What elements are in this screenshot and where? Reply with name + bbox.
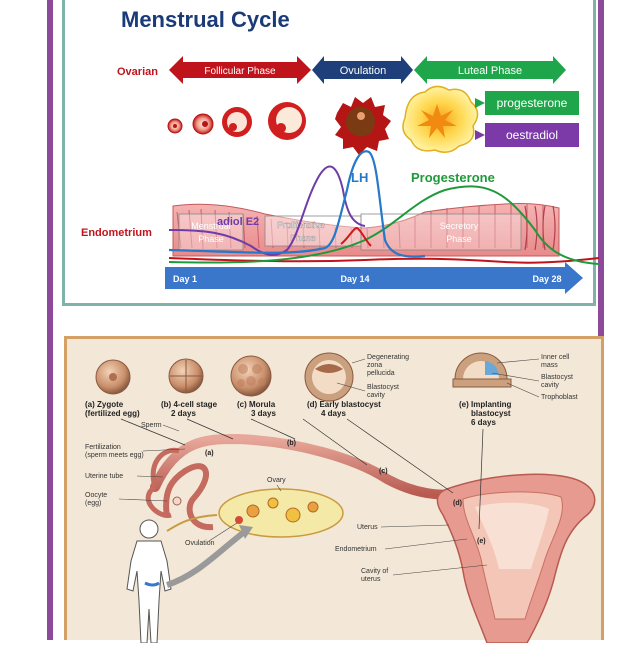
right-frame-bar <box>598 0 604 640</box>
uterus <box>436 473 596 644</box>
cavity-label-1: Cavity of <box>361 568 388 575</box>
degenerating-zona-line2: zona <box>367 362 382 369</box>
menstrual-phase-line2: Phase <box>198 234 224 244</box>
zoom-arrow <box>166 530 245 588</box>
luteal-phase-arrow <box>414 56 566 84</box>
body-pelvic-highlight <box>144 581 160 587</box>
ovulation-arrow <box>312 56 413 84</box>
uterine-tube-label: Uterine tube <box>85 473 123 480</box>
inner-cell-mass-line1: Inner cell <box>541 354 570 361</box>
blastocyst-cavity2-line2: cavity <box>541 382 559 389</box>
lh-label: LH <box>351 170 368 185</box>
blastocyst-cavity-line1: Blastocyst <box>367 384 399 391</box>
cavity-label-2: uterus <box>361 576 381 583</box>
secretory-phase-line1: Secretory <box>440 221 479 231</box>
early-blastocyst <box>304 352 354 402</box>
early-blastocyst-sublabel: 4 days <box>321 409 346 418</box>
marker-d: (d) <box>453 500 462 507</box>
morula <box>230 355 272 397</box>
menstrual-phase-line1: Menstrual <box>191 221 231 231</box>
ovulation-label: Ovulation <box>185 540 215 547</box>
zygote-cell <box>95 359 131 395</box>
human-body-outline <box>126 519 172 644</box>
zygote-label: (a) Zygote <box>85 400 124 409</box>
progesterone-pointer <box>475 98 485 108</box>
morula-sublabel: 3 days <box>251 409 276 418</box>
implanting-sublabel-2: 6 days <box>471 418 496 427</box>
implanting-blastocyst <box>452 352 512 388</box>
oestradiol-box <box>485 123 579 147</box>
progesterone-box <box>485 91 579 115</box>
corpus-luteum <box>402 85 479 153</box>
implanting-sublabel-1: blastocyst <box>471 409 511 418</box>
day-timeline-arrow <box>165 262 583 294</box>
degenerating-zona-line1: Degenerating <box>367 354 409 361</box>
ovary-label: Ovary <box>267 477 286 484</box>
cycle-title: Menstrual Cycle <box>121 7 290 32</box>
secretory-phase-line2: Phase <box>446 234 472 244</box>
oestradiol-pointer <box>475 130 485 140</box>
ovarian-label: Ovarian <box>117 66 158 78</box>
marker-b: (b) <box>287 440 296 447</box>
oocyte-label-1: Oocyte <box>85 492 107 499</box>
marker-e: (e) <box>477 538 486 545</box>
ovary <box>218 488 344 538</box>
ruptured-follicle <box>335 97 391 155</box>
left-frame-bar <box>47 0 53 640</box>
trophoblast-label: Trophoblast <box>541 394 578 401</box>
oocyte-cell <box>172 496 182 506</box>
menstrual-cycle-panel: Menstrual Cycle Ovarian Follicular Phase… <box>62 0 600 306</box>
secretory-phase-box <box>360 213 522 251</box>
oocyte-label-2: (egg) <box>85 500 101 507</box>
progesterone-curve <box>168 185 600 265</box>
estradiol-curve <box>168 165 366 256</box>
endometrium-label: Endometrium <box>81 227 152 239</box>
ovulation-phase-label: Ovulation <box>340 65 386 77</box>
follicular-phase-label: Follicular Phase <box>204 66 276 77</box>
fertilization-label-1: Fertilization <box>85 444 121 451</box>
tube-loop <box>163 463 214 531</box>
four-cell-stage <box>168 358 204 394</box>
four-cell-label: (b) 4-cell stage <box>161 400 218 409</box>
menstrual-cycle-diagram: Menstrual Cycle Ovarian Follicular Phase… <box>81 7 600 294</box>
follicle-stages <box>167 102 306 140</box>
implanting-label: (e) Implanting <box>459 400 512 409</box>
four-cell-sublabel: 2 days <box>171 409 196 418</box>
zygote-sublabel: (fertilized egg) <box>85 409 140 418</box>
proliferative-phase-line1: Proliferative <box>277 220 325 230</box>
progesterone-curve-label: Progesterone <box>411 170 495 185</box>
ovarian-ligament <box>166 514 218 532</box>
day-14-label: Day 14 <box>340 274 369 284</box>
inner-cell-mass-line2: mass <box>541 362 558 369</box>
degenerating-zona-line3: pellucida <box>367 370 395 377</box>
early-blastocyst-label: (d) Early blastocyst <box>307 400 381 409</box>
uterus-label: Uterus <box>357 524 378 531</box>
oestradiol-box-label: oestradiol <box>506 128 558 142</box>
fertilization-panel: (a) Zygote (fertilized egg) (b) 4-cell s… <box>64 336 604 644</box>
day-1-label: Day 1 <box>173 274 197 284</box>
sperm-label: Sperm <box>141 422 162 429</box>
estradiol-label: adiol E2 <box>217 216 259 228</box>
endometrium-right-label: Endometrium <box>335 546 377 553</box>
follicular-phase-arrow <box>169 56 311 84</box>
progesterone-box-label: progesterone <box>497 96 568 110</box>
morula-label: (c) Morula <box>237 400 276 409</box>
fertilization-label-2: (sperm meets egg) <box>85 452 144 459</box>
fertilization-diagram: (a) Zygote (fertilized egg) (b) 4-cell s… <box>85 352 596 644</box>
uterine-tube <box>150 433 468 500</box>
marker-a: (a) <box>205 450 214 457</box>
luteal-phase-label: Luteal Phase <box>458 65 522 77</box>
lh-curve <box>168 150 426 258</box>
marker-c: (c) <box>379 468 388 475</box>
zoom-arrowhead <box>239 525 253 539</box>
blastocyst-cavity2-line1: Blastocyst <box>541 374 573 381</box>
proliferative-phase-line2: Phase <box>290 233 316 243</box>
lh-red-peak <box>340 226 372 247</box>
blastocyst-cavity-line2: cavity <box>367 392 385 399</box>
day-28-label: Day 28 <box>532 274 561 284</box>
